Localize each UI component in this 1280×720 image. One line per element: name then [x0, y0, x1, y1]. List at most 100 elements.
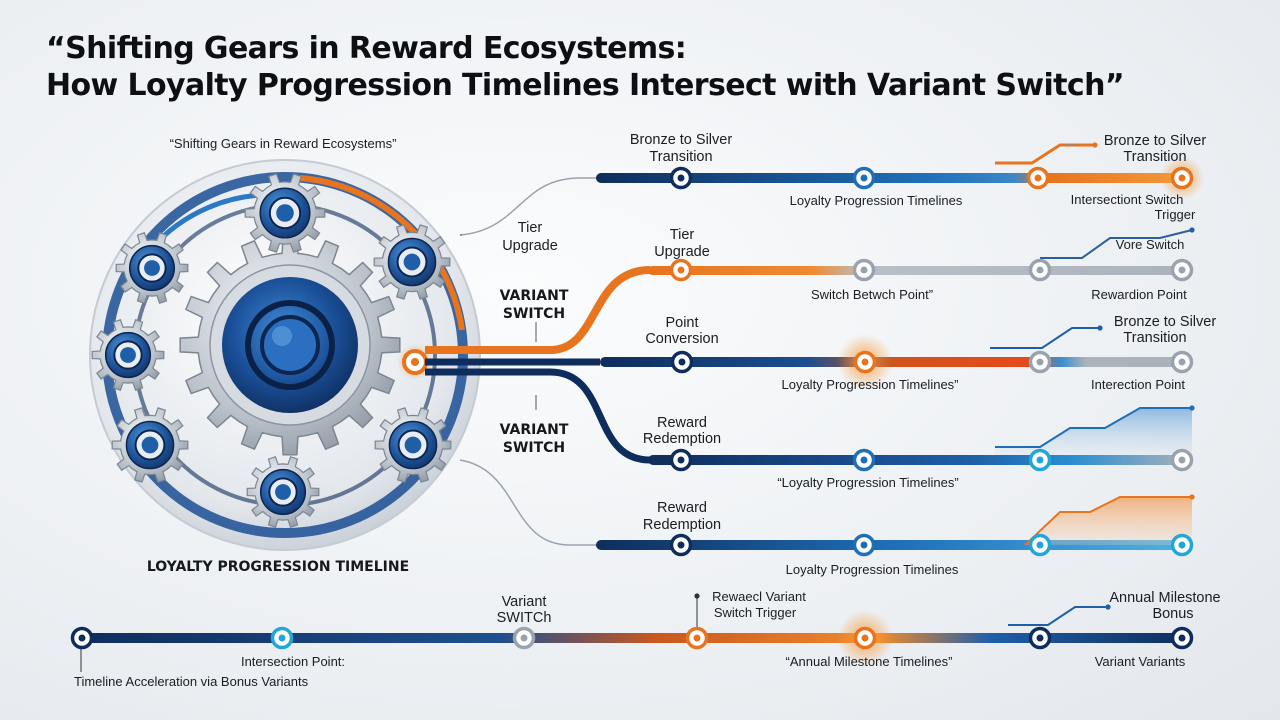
satellite-gear-2	[115, 232, 189, 304]
connector-track-5	[459, 459, 598, 546]
t1-branch-1: Bronze to Silver	[630, 132, 733, 148]
timeline-node-1[interactable]	[669, 166, 693, 190]
left-variant-switch-1b: SWITCH	[503, 306, 565, 322]
chart-end-dot-1	[1092, 142, 1098, 148]
step-line-bottom	[1008, 606, 1108, 626]
bottom-milestone-1: Annual Milestone	[1109, 590, 1220, 606]
t3-branch-1: Point	[665, 315, 698, 331]
t5-mid: Loyalty Progression Timelines	[786, 562, 959, 577]
t2-right-1: Vore Switch	[1116, 237, 1185, 252]
bottom-annual: “Annual Milestone Timelines”	[786, 654, 953, 669]
main-gear-ring	[245, 300, 335, 390]
satellite-gear-3	[373, 224, 451, 300]
timeline-node-18[interactable]	[852, 533, 876, 557]
track-4-bar	[648, 455, 1192, 465]
timeline-node-22[interactable]	[270, 626, 294, 650]
timeline-node-14[interactable]	[852, 448, 876, 472]
area-chart-blue	[995, 408, 1192, 455]
bottom-variant-1: Variant	[502, 594, 547, 610]
gear-cluster	[89, 159, 481, 551]
timeline-node-16[interactable]	[1170, 448, 1194, 472]
timeline-node-20[interactable]	[1170, 533, 1194, 557]
labels: “Shifting Gears in Reward Ecosystems” LO…	[74, 132, 1221, 689]
timeline-node-4[interactable]	[1170, 166, 1194, 190]
t1-sub-2: Trigger	[1155, 207, 1196, 222]
t3-sub-1: Interection Point	[1091, 377, 1185, 392]
connector-track-2	[425, 266, 651, 354]
t3-mid: Loyalty Progression Timelines”	[781, 377, 958, 392]
chart-end-dot-2	[1189, 227, 1195, 233]
main-gear-highlight	[272, 326, 292, 346]
timeline-node-9[interactable]	[670, 350, 694, 374]
timeline-node-27[interactable]	[1170, 626, 1194, 650]
left-tier-upgrade-2: Upgrade	[502, 238, 558, 254]
left-tier-upgrade-1: Tier	[518, 220, 543, 236]
bottom-trigger-1: Rewaecl Variant	[712, 589, 806, 604]
timeline-node-19[interactable]	[1028, 533, 1052, 557]
left-variant-switch-2a: VARIANT	[500, 422, 569, 438]
timeline-node-26[interactable]	[1028, 626, 1052, 650]
main-gear-core	[260, 315, 320, 375]
t1-right-2: Transition	[1123, 149, 1186, 165]
satellite-gear-6	[374, 407, 452, 483]
t5-branch-1: Reward	[657, 500, 707, 516]
bottom-variants: Variant Variants	[1095, 654, 1186, 669]
gear-caption-bottom: LOYALTY PROGRESSION TIMELINE	[147, 559, 409, 575]
timeline-node-23[interactable]	[512, 626, 536, 650]
bottom-milestone-2: Bonus	[1152, 606, 1193, 622]
chart-end-dot-5	[1189, 494, 1195, 500]
area-chart-orange-line	[1024, 496, 1192, 546]
t1-branch-2: Transition	[649, 149, 712, 165]
step-line-1	[995, 143, 1095, 165]
t4-mid: “Loyalty Progression Timelines”	[777, 475, 958, 490]
chart-end-dot-7	[694, 593, 700, 599]
title-line-1: “Shifting Gears in Reward Ecosystems:	[46, 31, 687, 66]
timeline-node-25[interactable]	[853, 626, 877, 650]
timeline-node-17[interactable]	[669, 533, 693, 557]
area-chart-blue-line	[995, 407, 1192, 448]
t1-right-1: Bronze to Silver	[1104, 133, 1207, 149]
timeline-nodes	[70, 142, 1195, 650]
connector-track-1	[459, 177, 598, 236]
timeline-node-7[interactable]	[1028, 258, 1052, 282]
timeline-node-24[interactable]	[685, 626, 709, 650]
bottom-intersection: Intersection Point:	[241, 654, 345, 669]
t3-right-2: Transition	[1123, 330, 1186, 346]
left-variant-switch-2b: SWITCH	[503, 440, 565, 456]
timeline-node-11[interactable]	[1028, 350, 1052, 374]
t4-branch-2: Redemption	[643, 431, 721, 447]
t1-sub-1: Intersectiont Switch	[1071, 192, 1184, 207]
t2-branch-2: Upgrade	[654, 244, 710, 260]
branch-connectors	[425, 177, 651, 546]
timeline-node-21[interactable]	[70, 626, 94, 650]
timeline-node-5[interactable]	[669, 258, 693, 282]
timeline-node-13[interactable]	[669, 448, 693, 472]
satellite-gear-1	[244, 173, 326, 253]
mini-charts	[80, 143, 1193, 672]
chart-end-dot-3	[1097, 325, 1103, 331]
t4-branch-1: Reward	[657, 415, 707, 431]
timeline-node-3[interactable]	[1026, 166, 1050, 190]
gear-caption-top: “Shifting Gears in Reward Ecosystems”	[170, 136, 397, 151]
satellite-gear-4	[91, 319, 165, 391]
step-line-3	[990, 327, 1100, 349]
t3-right-1: Bronze to Silver	[1114, 314, 1217, 330]
timeline-node-15[interactable]	[1028, 448, 1052, 472]
page-title: “Shifting Gears in Reward Ecosystems: Ho…	[46, 30, 1125, 104]
chart-end-dot-6	[1105, 604, 1111, 610]
timeline-node-10[interactable]	[853, 350, 877, 374]
bottom-variant-2: SWITCh	[497, 610, 552, 626]
title-line-2: How Loyalty Progression Timelines Inters…	[46, 68, 1125, 103]
t3-branch-2: Conversion	[645, 331, 718, 347]
t1-mid: Loyalty Progression Timelines	[790, 193, 963, 208]
timeline-node-2[interactable]	[852, 166, 876, 190]
timeline-node-8[interactable]	[1170, 258, 1194, 282]
t2-mid: Switch Betwch Point”	[811, 287, 933, 302]
timeline-node-6[interactable]	[852, 258, 876, 282]
t2-sub-1: Rewardion Point	[1091, 287, 1187, 302]
timeline-node-12[interactable]	[1170, 350, 1194, 374]
main-gear	[179, 234, 401, 456]
step-line-2	[1040, 229, 1193, 259]
bottom-timeline-bar	[74, 633, 1192, 643]
